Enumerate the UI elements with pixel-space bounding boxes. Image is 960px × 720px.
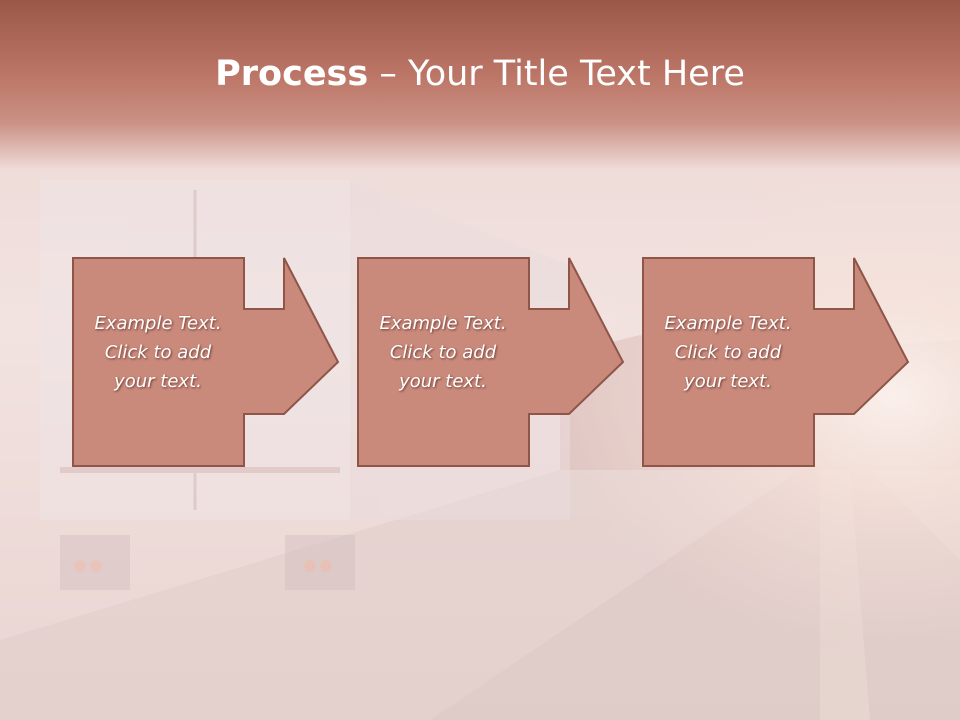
process-step-2[interactable]: Example Text. Click to add your text.: [357, 257, 627, 467]
step-1-arrow-shape: [72, 257, 340, 467]
process-step-3[interactable]: Example Text. Click to add your text.: [642, 257, 912, 467]
step-1-line-3: your text.: [114, 371, 202, 392]
step-2-line-2: Click to add: [389, 342, 497, 363]
title-rest-text: – Your Title Text Here: [368, 54, 745, 94]
step-2-text: Example Text. Click to add your text.: [357, 309, 529, 396]
slide-title[interactable]: Process – Your Title Text Here: [0, 52, 960, 96]
step-2-line-1: Example Text.: [379, 313, 507, 334]
step-2-line-3: your text.: [399, 371, 487, 392]
process-step-1[interactable]: Example Text. Click to add your text.: [72, 257, 342, 467]
step-3-line-1: Example Text.: [664, 313, 792, 334]
step-3-line-3: your text.: [684, 371, 772, 392]
step-1-line-1: Example Text.: [94, 313, 222, 334]
step-2-arrow-shape: [357, 257, 625, 467]
step-3-line-2: Click to add: [674, 342, 782, 363]
title-bold-text: Process: [215, 54, 369, 94]
step-3-text: Example Text. Click to add your text.: [642, 309, 814, 396]
step-1-text: Example Text. Click to add your text.: [72, 309, 244, 396]
title-bar: [0, 0, 960, 170]
step-3-arrow-shape: [642, 257, 910, 467]
step-1-line-2: Click to add: [104, 342, 212, 363]
